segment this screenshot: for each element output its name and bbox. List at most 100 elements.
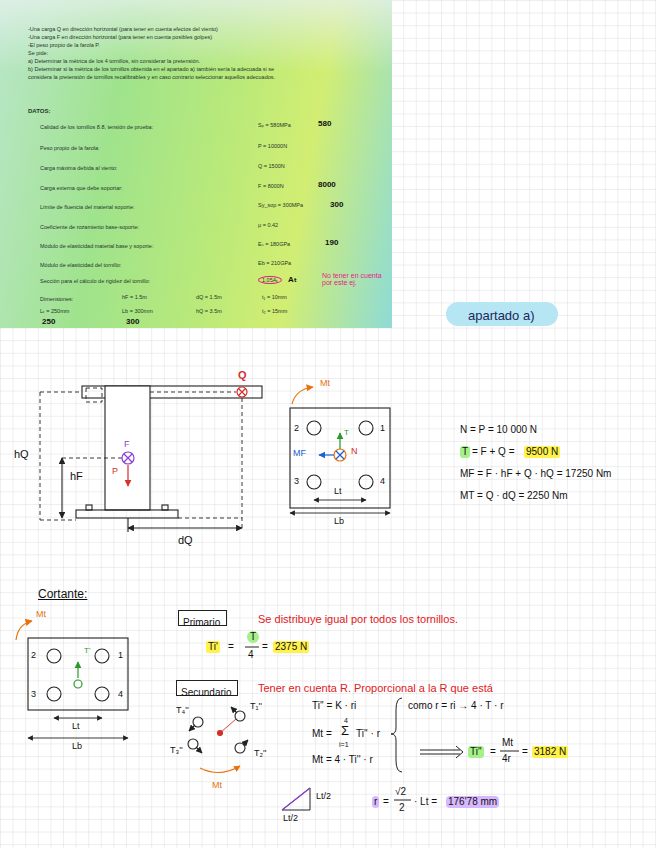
slide-text: F = 8000N [258,183,284,189]
sketch-label: 2 [294,423,299,433]
sketch-label: 1 [380,423,385,433]
slide-text: Sy_sop = 300MPa [258,202,303,208]
red-note: Tener en cuenta R. Proporcional a la R q… [258,682,493,695]
sketch-label: 3 [31,689,36,699]
handwritten-value: Aₜ [288,275,297,284]
load-label: F [124,439,130,449]
highlighted-result: 2375 N [273,641,309,653]
dimension-label: dQ [178,534,193,547]
base-plate [28,638,128,738]
boxed-heading: Primario [178,610,227,626]
boxed-heading: Secundario [176,680,238,696]
plate-loads [16,621,82,688]
index-text: i=1 [339,741,349,749]
highlighted-term: T [460,446,470,458]
box-label: Primario [183,617,220,629]
slide-text: Coeficiente de rozamiento base-soporte: [40,224,139,230]
slide-text: t₁ = 10mm [262,294,287,300]
slide-text: Módulo de elasticidad del tornillo: [40,262,121,268]
section-tag: apartado a) [446,302,558,326]
equation-text: = F + Q = [472,446,515,458]
equation-text: = [383,796,389,808]
equation-text: √2 [395,786,406,798]
slide-text: -Una carga F en dirección horizontal (pa… [28,34,212,40]
load-label: Q [238,369,247,382]
sketch-label: Lt/2 [316,791,331,801]
sketch-label: 4 [118,689,123,699]
force-label: T' [84,646,90,655]
equation-text: MF = F · hF + Q · hQ = 17250 Nm [460,468,611,480]
slide-text: Sección para el cálculo de rigidez del t… [40,278,150,284]
red-note: Se distribuye igual por todos los tornil… [258,613,458,626]
slide-text: hQ = 3.5m [196,308,222,314]
plate-loads [292,387,346,461]
slide-text: Q = 1500N [258,163,285,169]
slide-text: Dimensiones: [40,296,73,302]
math-strokes [245,647,519,810]
handwritten-value: 190 [325,238,338,247]
highlighted-result: 3182 N [532,746,568,758]
slide-text: Calidad de los tornillos 8.8, tensión de… [40,124,153,130]
base-plate [290,408,390,513]
equation-text: = [522,746,528,758]
sketch-label: T₂'' [254,748,266,758]
section-heading: Cortante: [38,588,87,602]
equation-text: Ti'' · r [356,728,380,740]
slide-text: Módulo de elasticidad material base y so… [40,243,153,249]
slide-photo: -Una carga Q en dirección horizontal (pa… [0,0,392,328]
highlighted-result: 176'78 mm [446,796,499,808]
equation-text: · Lt = [414,796,437,808]
slide-text: Eₛ = 180GPa [258,241,290,247]
slide-text: -Una carga Q en dirección horizontal (pa… [28,26,218,32]
slide-text: Se pide: [28,50,48,56]
slide-text: Peso propio de la farola: [40,145,100,151]
dimension-label: hF [70,470,83,483]
moment-label: Mt [212,780,222,790]
sketch-label: 3 [294,476,299,486]
slide-text: hF = 1.5m [122,294,147,300]
handwritten-value: 300 [126,317,139,326]
sum-symbol: Σ [341,724,349,739]
sketch-label: T₃'' [170,745,183,755]
bolt-forces [188,707,248,773]
sketch-label: Lb [72,741,82,751]
equation-text: 4r [502,753,511,765]
box-label: Secundario [181,687,232,699]
load-label: N [351,446,358,456]
slide-heading: DATOS: [28,108,50,115]
equation-text: Mt = [312,728,332,740]
sketch-label: Lt/2 [283,813,298,823]
force-label: T [344,428,349,437]
equation-text: Mt [502,737,513,749]
load-label: P [112,466,118,476]
equation-text: Mt = 4 · Ti'' · r [312,754,373,766]
dimension-label: hQ [14,448,29,461]
handwritten-note: No tener en cuenta por este ej. [322,272,384,287]
equation-text: 4 [248,649,254,661]
slide-text: a) Determinar la métrica de los 4 tornil… [28,58,200,64]
highlighted-result: 9500 N [524,446,560,458]
sketch-label: T₁'' [250,701,262,711]
circled-value: 1,05Aₜ [258,276,282,284]
equation-text: Ti'' = K · ri [312,700,356,712]
equation-text: como r = ri → 4 · T · r [408,700,503,712]
equation-text: = [262,641,268,653]
moment-label: MF [293,448,306,458]
equation-text: MT = Q · dQ = 2250 Nm [460,490,568,502]
highlighted-term: Ti'' [468,746,484,758]
slide-text: Carga máxima debida al viento: [40,165,117,171]
sketch-label: Lt [334,486,342,496]
slide-text: Carga externa que debe soportar: [40,185,123,191]
equation-text: 2 [399,802,405,814]
slide-text: Lb = 300mm [122,308,153,314]
sketch-label: 1 [118,650,123,660]
equation-text: = [490,746,496,758]
slide-text: t₂ = 15mm [262,308,287,314]
slide-text: Eb = 210GPa [258,260,291,266]
equation-text: = [228,641,234,653]
slide-text: dQ = 1.5m [196,294,222,300]
slide-text: -El peso propio de la farola P. [28,42,100,48]
